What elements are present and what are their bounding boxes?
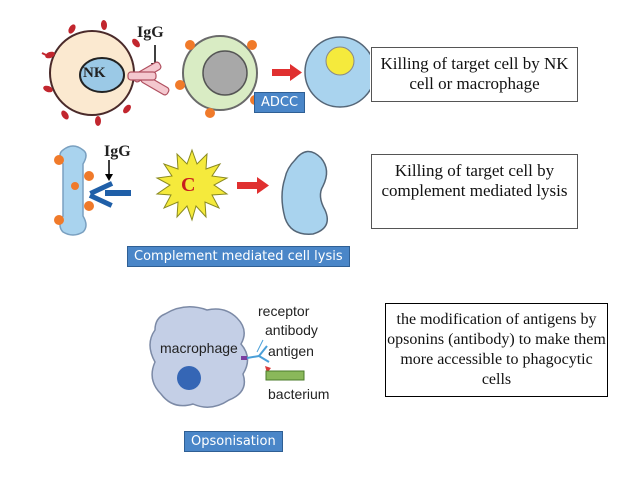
complement-igg-label: IgG bbox=[104, 143, 131, 160]
opsonisation-illustration bbox=[149, 306, 305, 408]
complement-description: Killing of target cell by complement med… bbox=[371, 154, 578, 229]
antibody-label: antibody bbox=[265, 322, 318, 338]
macrophage-nucleus bbox=[177, 366, 201, 390]
nk-surface-receptors bbox=[43, 20, 140, 126]
igg-antibody bbox=[127, 61, 170, 96]
bacterium-label: bacterium bbox=[268, 386, 330, 402]
opsonisation-tag: Opsonisation bbox=[184, 431, 283, 452]
complement-arrow bbox=[237, 177, 269, 194]
adcc-illustration bbox=[41, 20, 370, 126]
opsonisation-description: the modification of antigens by opsonins… bbox=[385, 303, 608, 397]
bacterium-mark bbox=[265, 370, 305, 381]
complement-tag: Complement mediated cell lysis bbox=[127, 246, 350, 267]
complement-target-cell bbox=[59, 145, 87, 236]
adcc-description: Killing of target cell by NK cell or mac… bbox=[371, 47, 578, 102]
complement-protein bbox=[155, 148, 229, 222]
antigen-label: antigen bbox=[268, 343, 314, 359]
target-antigens bbox=[175, 40, 260, 118]
receptor-label: receptor bbox=[258, 303, 310, 319]
complement-illustration bbox=[54, 145, 328, 236]
complement-c-label: C bbox=[181, 174, 196, 196]
macrophage-cell bbox=[149, 306, 249, 408]
adcc-igg-label: IgG bbox=[137, 24, 164, 41]
adcc-tag: ADCC bbox=[254, 92, 306, 113]
adcc-arrow bbox=[272, 64, 302, 81]
nk-label: NK bbox=[83, 65, 106, 81]
nk-nucleus bbox=[79, 57, 125, 93]
lysed-cell bbox=[281, 150, 328, 235]
macrophage-label: macrophage bbox=[160, 340, 238, 356]
receptor-mark bbox=[241, 356, 247, 360]
complement-igg-antibody bbox=[88, 181, 131, 208]
